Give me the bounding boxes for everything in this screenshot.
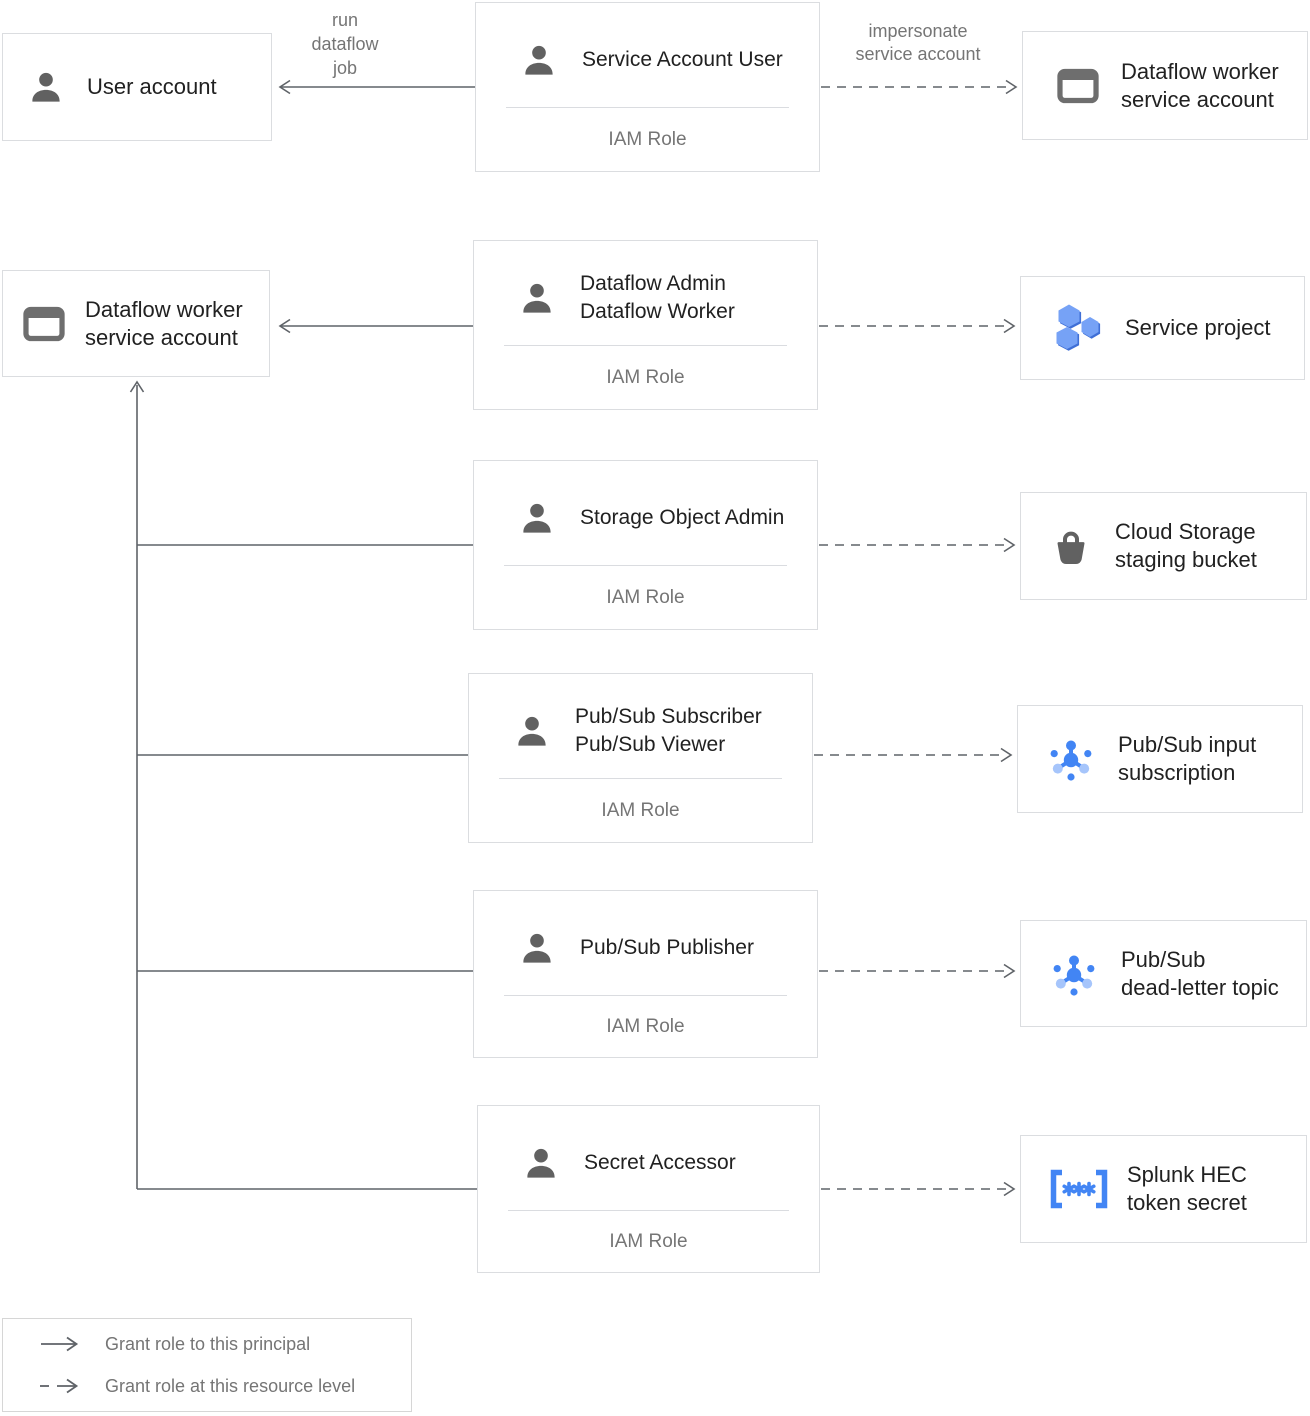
person-icon <box>518 279 556 317</box>
node-label: Dataflow worker service account <box>1121 58 1279 112</box>
node-pubsub-input-subscription: Pub/Sub input subscription <box>1017 705 1303 813</box>
solid-right-arrow-icon <box>39 1335 85 1353</box>
legend: Grant role to this principal Grant role … <box>2 1318 412 1412</box>
edge-label-run-dataflow-job: run dataflow job <box>311 10 379 78</box>
role-subtitle: IAM Role <box>608 128 687 150</box>
project-hexagons-icon <box>1053 304 1101 352</box>
node-splunk-hec-token-secret: Splunk HEC token secret <box>1020 1135 1307 1243</box>
node-pubsub-dead-letter-topic: Pub/Sub dead-letter topic <box>1020 920 1307 1027</box>
dashed-right-arrow-icon <box>39 1377 85 1395</box>
role-title: Pub/Sub Publisher <box>580 936 754 959</box>
node-label: Cloud Storage staging bucket <box>1115 519 1257 572</box>
divider <box>508 1210 789 1211</box>
role-subtitle: IAM Role <box>606 366 685 388</box>
divider <box>506 107 789 108</box>
node-label: Pub/Sub input subscription <box>1118 732 1257 785</box>
legend-row-dashed: Grant role at this resource level <box>39 1370 411 1402</box>
node-label: Splunk HEC token secret <box>1127 1162 1247 1215</box>
service-account-icon <box>23 306 65 342</box>
person-icon <box>27 68 65 106</box>
role-title: Dataflow Admin Dataflow Worker <box>580 272 735 323</box>
role-subtitle: IAM Role <box>606 1015 685 1037</box>
node-service-project: Service project <box>1020 276 1305 380</box>
node-user-account: User account <box>2 33 272 141</box>
role-title: Service Account User <box>582 48 783 71</box>
node-label: Dataflow worker service account <box>85 296 243 350</box>
role-card-secret-accessor: Secret Accessor IAM Role <box>477 1105 820 1273</box>
role-card-dataflow-admin-worker: Dataflow Admin Dataflow Worker IAM Role <box>473 240 818 410</box>
node-label: Service project <box>1125 315 1271 340</box>
person-icon <box>522 1144 560 1182</box>
pubsub-icon <box>1051 951 1097 997</box>
role-subtitle: IAM Role <box>606 586 685 608</box>
node-cloud-storage-staging-bucket: Cloud Storage staging bucket <box>1020 492 1307 600</box>
role-subtitle: IAM Role <box>601 799 680 821</box>
role-card-service-account-user: Service Account User IAM Role <box>475 2 820 172</box>
person-icon <box>520 41 558 79</box>
role-title: Secret Accessor <box>584 1151 736 1174</box>
storage-bucket-icon <box>1051 526 1091 566</box>
legend-label-dashed: Grant role at this resource level <box>105 1375 356 1396</box>
role-subtitle: IAM Role <box>609 1230 688 1252</box>
person-icon <box>513 712 551 750</box>
service-account-icon <box>1057 68 1099 104</box>
legend-row-solid: Grant role to this principal <box>39 1328 411 1360</box>
node-label: User account <box>87 74 217 99</box>
role-card-pubsub-subscriber-viewer: Pub/Sub Subscriber Pub/Sub Viewer IAM Ro… <box>468 673 813 843</box>
divider <box>499 778 782 779</box>
divider <box>504 995 787 996</box>
role-title: Storage Object Admin <box>580 506 785 529</box>
role-title: Pub/Sub Subscriber Pub/Sub Viewer <box>575 705 762 756</box>
role-card-pubsub-publisher: Pub/Sub Publisher IAM Role <box>473 890 818 1058</box>
role-card-storage-object-admin: Storage Object Admin IAM Role <box>473 460 818 630</box>
secret-brackets-icon <box>1047 1168 1111 1210</box>
node-dataflow-worker-service-account-top: Dataflow worker service account <box>1022 31 1308 140</box>
divider <box>504 565 787 566</box>
person-icon <box>518 499 556 537</box>
node-label: Pub/Sub dead-letter topic <box>1121 946 1279 1000</box>
node-dataflow-worker-service-account-left: Dataflow worker service account <box>2 270 270 377</box>
legend-label-solid: Grant role to this principal <box>105 1333 311 1354</box>
pubsub-icon <box>1048 736 1094 782</box>
edge-label-impersonate-service-account: impersonate service account <box>855 21 981 64</box>
person-icon <box>518 929 556 967</box>
divider <box>504 345 787 346</box>
